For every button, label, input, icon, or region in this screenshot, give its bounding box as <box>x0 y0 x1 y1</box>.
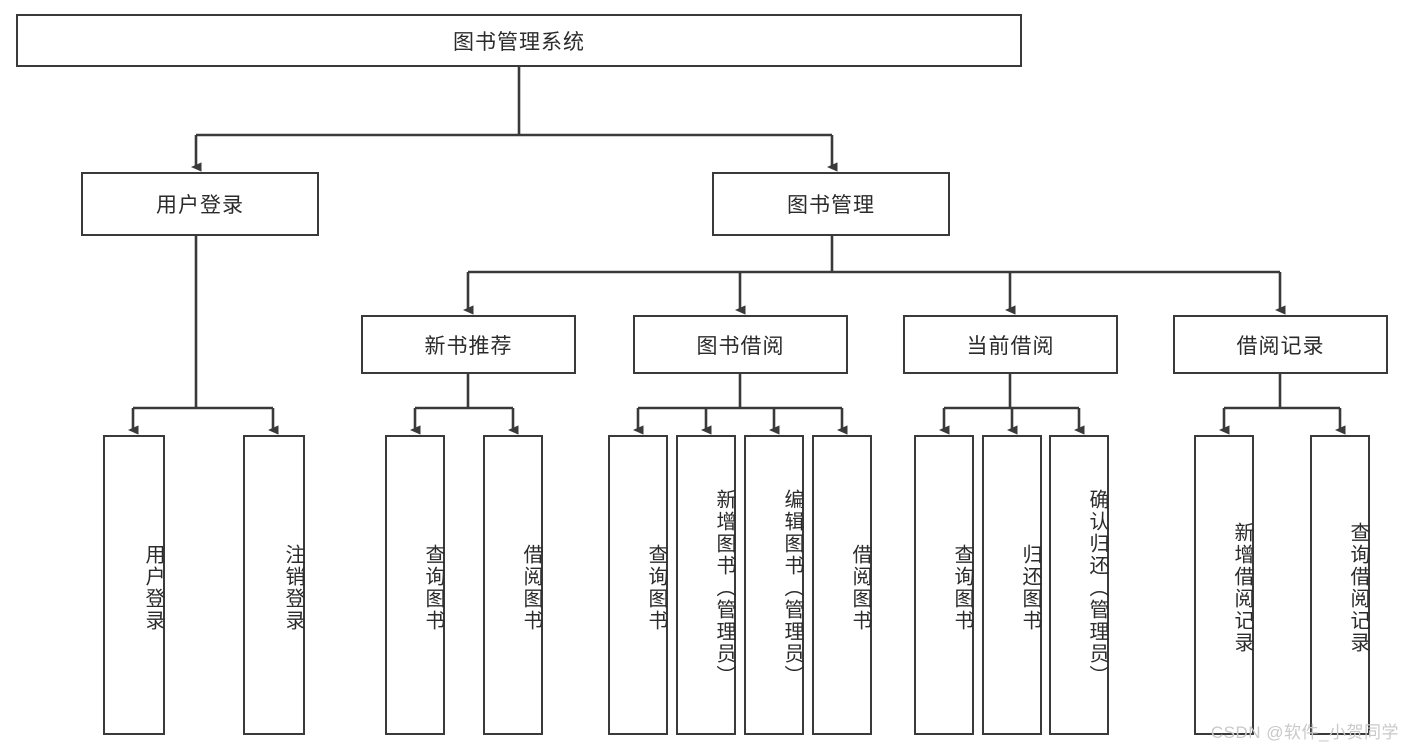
node-label: 查询借阅记录 <box>1347 522 1369 654</box>
leaf-borrow-record-add[interactable]: 新增借阅记录 <box>1194 435 1254 735</box>
leaf-current-borrow-query[interactable]: 查询图书 <box>914 435 974 735</box>
node-label: 当前借阅 <box>966 334 1055 358</box>
node-label: 查询图书 <box>422 544 444 632</box>
leaf-borrow-record-query[interactable]: 查询借阅记录 <box>1310 435 1370 735</box>
node-label: 新增图书（管理员） <box>713 489 735 687</box>
leaf-user-login-signout[interactable]: 注销登录 <box>243 435 305 735</box>
node-label: 图书管理系统 <box>453 30 585 54</box>
node-label: 用户登录 <box>142 544 164 632</box>
node-label: 新增借阅记录 <box>1231 522 1253 654</box>
leaf-book-borrow-query[interactable]: 查询图书 <box>608 435 668 735</box>
leaf-book-borrow-edit[interactable]: 编辑图书（管理员） <box>744 435 804 735</box>
node-label: 图书借阅 <box>696 334 785 358</box>
leaf-new-book-borrow[interactable]: 借阅图书 <box>483 435 543 735</box>
node-book-borrow[interactable]: 图书借阅 <box>633 315 848 374</box>
node-label: 借阅记录 <box>1236 334 1325 358</box>
node-label: 新书推荐 <box>424 334 513 358</box>
leaf-book-borrow-add[interactable]: 新增图书（管理员） <box>676 435 736 735</box>
node-root-library-system[interactable]: 图书管理系统 <box>16 14 1022 67</box>
node-label: 归还图书 <box>1019 544 1041 632</box>
node-label: 查询图书 <box>951 544 973 632</box>
node-label: 借阅图书 <box>849 544 871 632</box>
node-book-management[interactable]: 图书管理 <box>712 172 950 236</box>
node-label: 用户登录 <box>156 194 244 217</box>
node-user-login[interactable]: 用户登录 <box>81 172 319 236</box>
node-label: 注销登录 <box>282 544 304 632</box>
watermark-text: CSDN @软件_小贺同学 <box>1210 723 1399 742</box>
leaf-current-borrow-confirm-return[interactable]: 确认归还（管理员） <box>1049 435 1109 735</box>
leaf-user-login-signin[interactable]: 用户登录 <box>103 435 165 735</box>
node-borrow-record[interactable]: 借阅记录 <box>1173 315 1388 374</box>
node-label: 确认归还（管理员） <box>1086 489 1108 687</box>
node-label: 编辑图书（管理员） <box>781 489 803 687</box>
node-label: 查询图书 <box>645 544 667 632</box>
leaf-current-borrow-return[interactable]: 归还图书 <box>982 435 1042 735</box>
node-current-borrow[interactable]: 当前借阅 <box>903 315 1118 374</box>
leaf-book-borrow-lend[interactable]: 借阅图书 <box>812 435 872 735</box>
node-label: 图书管理 <box>787 194 875 217</box>
node-new-book-recommend[interactable]: 新书推荐 <box>361 315 576 374</box>
node-label: 借阅图书 <box>520 544 542 632</box>
leaf-new-book-query[interactable]: 查询图书 <box>385 435 445 735</box>
